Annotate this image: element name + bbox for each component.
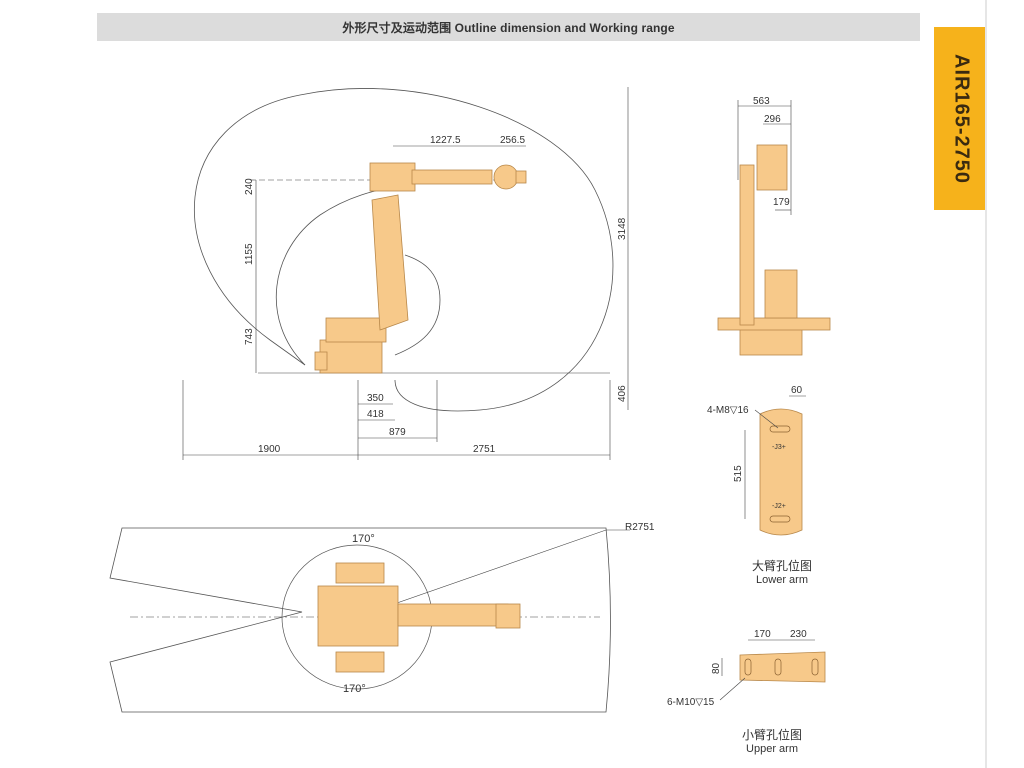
- lower-arm-hole-bottom: [769, 515, 791, 523]
- lower-arm-caption: 大臂孔位图 Lower arm: [722, 557, 842, 586]
- dim-170: 170: [754, 629, 771, 640]
- upper-arm-hole-2: [774, 658, 782, 676]
- lower-arm-caption-en: Lower arm: [756, 574, 808, 586]
- front-motor: [764, 269, 798, 319]
- dim-418: 418: [367, 409, 384, 420]
- dim-406: 406: [617, 385, 628, 402]
- upper-arm-plate: [739, 651, 826, 683]
- dim-holes-m10: 6-M10▽15: [667, 697, 715, 708]
- side-dimension-labels: 1227.5 256.5 240 1155 743 3148 406 350 4…: [244, 135, 628, 455]
- label-j3: -J3+: [772, 444, 786, 451]
- lower-arm-detail: 60 4-M8▽16 515 -J3+ -J2+: [707, 385, 806, 536]
- front-view: 563 296 179: [717, 96, 831, 356]
- upper-arm-caption-en: Upper arm: [746, 743, 798, 755]
- dim-563: 563: [753, 96, 770, 107]
- top-radius-line: [356, 529, 607, 618]
- dim-1900: 1900: [258, 444, 281, 455]
- top-wrist: [495, 603, 521, 629]
- dim-350: 350: [367, 393, 384, 404]
- dim-60: 60: [791, 385, 803, 396]
- top-working-range: [109, 527, 611, 713]
- front-column: [739, 164, 755, 326]
- angle-top: 170°: [352, 533, 375, 545]
- dim-80: 80: [711, 662, 722, 674]
- side-dimension-lines: [182, 87, 629, 460]
- dim-515: 515: [733, 465, 744, 482]
- working-range-inner: [275, 189, 381, 366]
- upper-arm-caption: 小臂孔位图 Upper arm: [712, 726, 832, 755]
- angle-bottom: 170°: [343, 683, 366, 695]
- robot-lower-arm: [371, 194, 409, 331]
- top-view: R2751 170° 170°: [109, 522, 655, 713]
- dim-179: 179: [773, 197, 790, 208]
- dim-1155: 1155: [244, 243, 255, 265]
- lower-arm-hole-top: [769, 425, 791, 433]
- dim-240: 240: [244, 178, 255, 195]
- upper-arm-caption-cn: 小臂孔位图: [741, 728, 802, 742]
- upper-arm-hole-3: [811, 658, 819, 676]
- robot-forearm: [411, 169, 493, 185]
- dim-743: 743: [244, 328, 255, 345]
- dim-256-5: 256.5: [500, 135, 525, 146]
- robot-base: [319, 339, 383, 374]
- robot-motor-back: [314, 351, 328, 371]
- lower-arm-caption-cn: 大臂孔位图: [751, 559, 812, 573]
- dim-296: 296: [764, 114, 781, 125]
- top-base: [317, 585, 399, 647]
- lower-arm-plate: [759, 408, 803, 536]
- label-j2: -J2+: [772, 503, 786, 510]
- dim-2751: 2751: [473, 444, 496, 455]
- dim-879: 879: [389, 427, 406, 438]
- top-motor-top: [335, 562, 385, 584]
- working-range-inner-2: [394, 254, 441, 356]
- working-range-outer: [194, 88, 614, 412]
- page-edge-divider: [985, 0, 987, 768]
- robot-wrist: [493, 164, 519, 190]
- dim-holes-m8: 4-M8▽16: [707, 405, 749, 416]
- dim-3148: 3148: [617, 217, 628, 240]
- front-head: [756, 144, 788, 191]
- robot-upper-arm: [369, 162, 416, 192]
- header-bar: 外形尺寸及运动范围 Outline dimension and Working …: [97, 13, 920, 41]
- upper-arm-detail: 170 230 80 6-M10▽15: [667, 629, 826, 708]
- dim-r2751: R2751: [625, 522, 655, 533]
- dim-230: 230: [790, 629, 807, 640]
- robot-side: [314, 162, 527, 374]
- upper-arm-hole-1: [744, 658, 752, 676]
- page-title: 外形尺寸及运动范围 Outline dimension and Working …: [342, 21, 675, 35]
- robot-base-top: [325, 317, 387, 343]
- top-motor-bottom: [335, 651, 385, 673]
- top-arm: [397, 603, 509, 627]
- side-view: 1227.5 256.5 240 1155 743 3148 406 350 4…: [182, 87, 629, 460]
- front-base-plate: [717, 317, 831, 331]
- robot-flange: [515, 170, 527, 184]
- model-tab: AIR165-2750: [934, 27, 987, 210]
- dim-1227-5: 1227.5: [430, 135, 461, 146]
